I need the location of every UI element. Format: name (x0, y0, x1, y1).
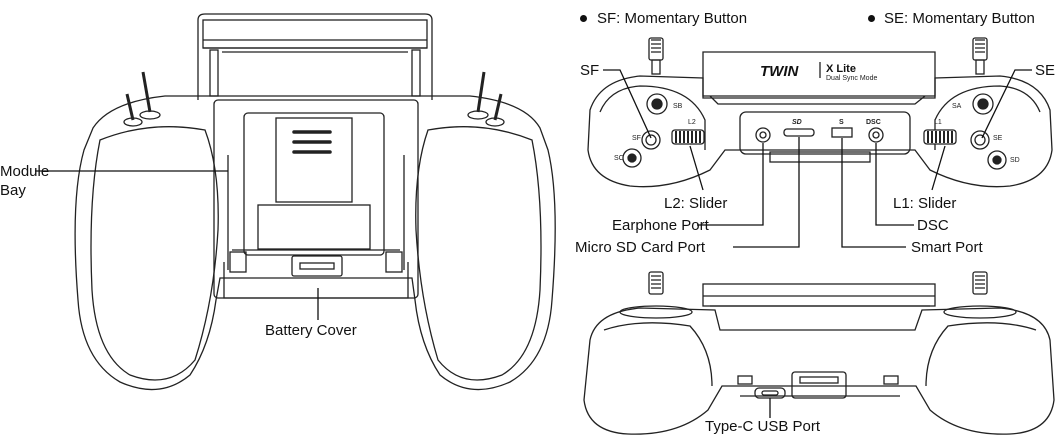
device-model: X Lite (826, 63, 856, 75)
legend-bullet-se (868, 15, 875, 22)
label-smart-port: Smart Port (911, 239, 983, 256)
label-module-bay-line1: Module (0, 163, 50, 180)
label-battery-cover: Battery Cover (265, 322, 357, 339)
top-ports (755, 127, 884, 143)
leader-lines-rear (35, 170, 319, 320)
port-dsc-label: DSC (866, 119, 881, 126)
switch-sa-label: SA (952, 103, 962, 110)
switch-sd-label: SD (1010, 157, 1020, 164)
label-earphone-port: Earphone Port (612, 217, 709, 234)
legend-bullet-sf (580, 15, 587, 22)
label-type-c-port: Type-C USB Port (705, 418, 821, 435)
top-left-switches (622, 93, 705, 168)
top-view-sticks (648, 37, 988, 75)
rear-top-bracket (197, 13, 433, 100)
label-l1-slider: L1: Slider (893, 195, 957, 212)
label-sf: SF (580, 62, 600, 79)
legend-se: SE: Momentary Button (884, 10, 1035, 27)
rear-left-sticks (123, 71, 161, 127)
rear-view-radio (74, 13, 556, 391)
device-lettering: TWIN X Lite Dual Sync Mode SD S DSC SB S… (614, 63, 1020, 164)
legend-sf: SF: Momentary Button (597, 10, 748, 27)
bottom-view-radio (583, 271, 1055, 435)
label-l2-slider: L2: Slider (664, 195, 728, 212)
label-micro-sd-port: Micro SD Card Port (575, 239, 706, 256)
port-sd-label: SD (792, 119, 802, 126)
label-module-bay-line2: Bay (0, 182, 26, 199)
device-logo: TWIN (760, 63, 799, 80)
bottom-top-bracket (702, 283, 936, 307)
switch-sf-label: SF (632, 135, 641, 142)
top-body-outline (587, 75, 1053, 188)
switch-sb-label: SB (673, 103, 683, 110)
bottom-view-sticks (619, 271, 1017, 319)
rear-right-sticks (467, 71, 505, 127)
label-dsc: DSC (917, 217, 949, 234)
screen-housing (702, 51, 936, 105)
label-se: SE (1035, 62, 1056, 79)
top-view-radio (587, 37, 1053, 188)
switch-se-label: SE (993, 135, 1003, 142)
battery-cover (223, 251, 409, 299)
top-right-switches (923, 93, 1007, 170)
leader-lines-top (603, 69, 1032, 248)
device-model-sub: Dual Sync Mode (826, 75, 877, 82)
slider-l1-label: L1 (934, 119, 942, 126)
port-s-label: S (839, 119, 844, 126)
slider-l2-label: L2 (688, 119, 696, 126)
switch-sc-label: SC (614, 155, 624, 162)
rear-body-outline (74, 95, 556, 391)
module-bay (213, 99, 419, 299)
bottom-body-outline (583, 307, 1055, 435)
